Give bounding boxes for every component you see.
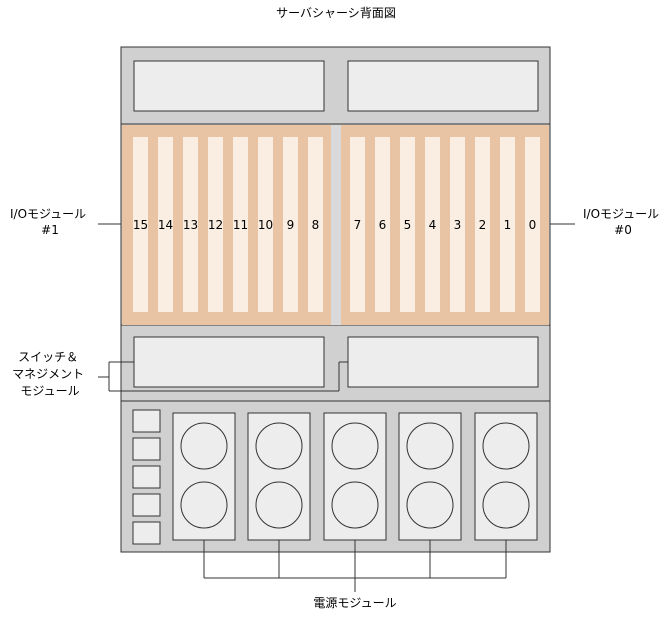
small-slot	[132, 493, 161, 517]
switch-module-left	[133, 336, 325, 388]
io-slot-number: 1	[504, 218, 512, 232]
io-slot-number: 3	[454, 218, 462, 232]
fan-icon	[180, 481, 228, 529]
io-slot-number: 11	[233, 218, 248, 232]
switch-mgmt-label-line2: マネジメント	[12, 367, 84, 381]
fan-icon	[406, 481, 454, 529]
io-slot-6	[375, 137, 390, 312]
io-slot-number: 15	[133, 218, 148, 232]
fan-icon	[331, 422, 379, 470]
io-slot-number: 10	[258, 218, 273, 232]
io-slot-14	[158, 137, 173, 312]
fan-icon	[482, 422, 530, 470]
switch-mgmt-label: スイッチ＆ マネジメント モジュール	[12, 350, 88, 398]
io-slot-4	[425, 137, 440, 312]
small-slot-column	[132, 409, 161, 545]
io-module-0-label-line1: I/Oモジュール	[583, 207, 659, 221]
io-module-0-label-line2: #0	[614, 223, 632, 237]
io-slot-5	[400, 137, 415, 312]
io-slot-15	[133, 137, 148, 312]
switch-module-right	[347, 336, 539, 388]
io-bay-divider	[331, 125, 341, 325]
io-slot-number: 12	[208, 218, 223, 232]
io-slot-number: 0	[529, 218, 537, 232]
power-supply-unit	[172, 412, 236, 541]
io-slot-number: 6	[379, 218, 387, 232]
io-module-1-label: I/Oモジュール #1	[10, 207, 90, 237]
fan-icon	[180, 422, 228, 470]
fan-icon	[255, 481, 303, 529]
io-module-0-label: I/Oモジュール #0	[583, 207, 663, 237]
switch-mgmt-leader	[98, 361, 348, 392]
io-slot-number: 7	[354, 218, 362, 232]
io-slot-8	[308, 137, 323, 312]
io-slot-number: 14	[158, 218, 173, 232]
io-slot-12	[208, 137, 223, 312]
diagram-title: サーバシャーシ背面図	[276, 6, 396, 20]
small-slot	[132, 409, 161, 433]
power-supply-unit	[323, 412, 387, 541]
switch-mgmt-label-line3: モジュール	[20, 384, 79, 398]
io-module-1-label-line1: I/Oモジュール	[10, 207, 86, 221]
power-supply-row	[172, 412, 538, 541]
io-slot-0	[525, 137, 540, 312]
io-slot-13	[183, 137, 198, 312]
power-module-connector	[203, 540, 507, 592]
io-slot-3	[450, 137, 465, 312]
io-slot-2	[475, 137, 490, 312]
top-panel-right	[347, 60, 539, 112]
io-slot-number: 8	[312, 218, 320, 232]
io-slot-9	[283, 137, 298, 312]
io-slot-7	[350, 137, 365, 312]
small-slot	[132, 465, 161, 489]
fan-icon	[406, 422, 454, 470]
io-slot-number: 2	[479, 218, 487, 232]
power-supply-unit	[398, 412, 462, 541]
fan-icon	[255, 422, 303, 470]
top-panel-left	[133, 60, 325, 112]
power-module-label: 電源モジュール	[313, 596, 396, 610]
io-slot-number: 13	[183, 218, 198, 232]
io-slot-1	[500, 137, 515, 312]
power-supply-unit	[247, 412, 311, 541]
io-slot-number: 4	[429, 218, 437, 232]
power-supply-unit	[474, 412, 538, 541]
io-slot-11	[233, 137, 248, 312]
small-slot	[132, 521, 161, 545]
io-slot-number: 5	[404, 218, 412, 232]
io-bay-left	[122, 125, 331, 325]
io-slot-10	[258, 137, 273, 312]
fan-icon	[331, 481, 379, 529]
switch-mgmt-label-line1: スイッチ＆	[18, 350, 78, 364]
small-slot	[132, 437, 161, 461]
io-slot-number: 9	[287, 218, 295, 232]
fan-icon	[482, 481, 530, 529]
io-module-1-label-line2: #1	[41, 223, 59, 237]
io-bay-right	[341, 125, 549, 325]
